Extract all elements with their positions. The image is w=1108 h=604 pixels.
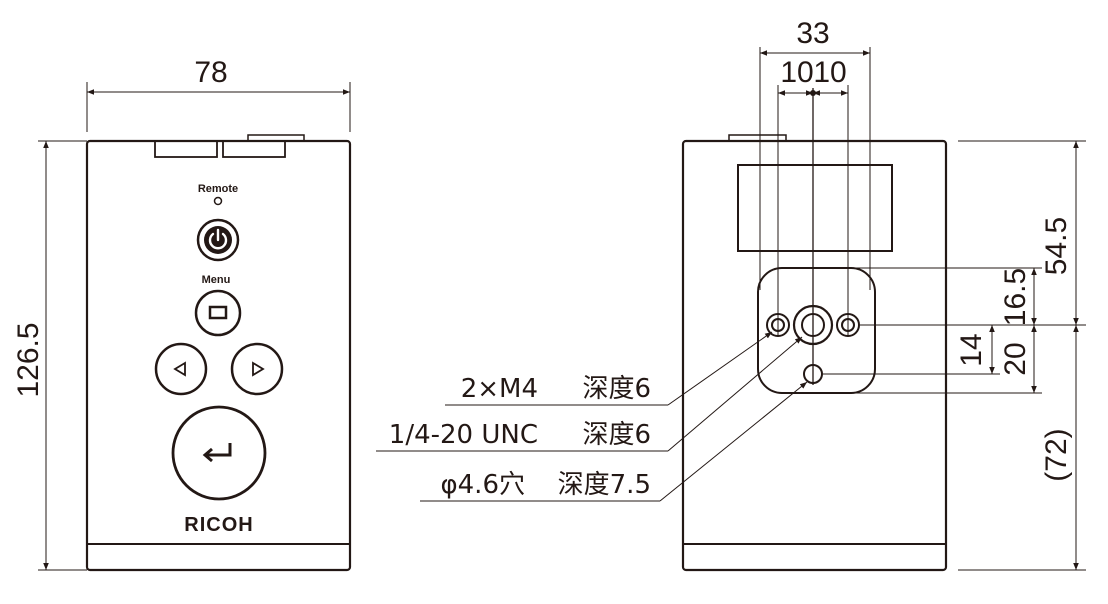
hole-offset-dimension: 14 <box>955 333 988 366</box>
height-dimension: 126.5 <box>12 322 45 397</box>
callout-unc-label: 1/4-20 UNC <box>389 420 538 450</box>
left-spacing-dimension: 10 <box>780 56 813 89</box>
menu-square-icon <box>208 305 228 320</box>
top-button <box>247 134 305 142</box>
power-button <box>196 218 240 262</box>
callout-pin-label: φ4.6穴 <box>440 470 525 500</box>
right-button <box>230 342 284 396</box>
left-triangle-icon <box>173 361 186 377</box>
mid-height-dimension: 16.5 <box>999 268 1032 326</box>
top-tab-right <box>222 140 286 158</box>
camera-body-front <box>85 139 352 572</box>
enter-button <box>171 405 267 501</box>
top-tab-left <box>154 140 218 158</box>
right-spacing-dimension: 10 <box>813 56 846 89</box>
lower-hole-dimension: 20 <box>999 342 1032 375</box>
ricoh-logo: RICOH <box>184 514 253 536</box>
remote-label: Remote <box>198 183 238 195</box>
leader-m4 <box>667 331 773 406</box>
width-dimension: 78 <box>194 56 227 89</box>
leader-unc <box>667 336 803 452</box>
leader-pin <box>659 381 808 502</box>
back-view: 33 10 10 54.5 (72) 16.5 20 14 2×M4 深度6 <box>376 17 1086 572</box>
callout-m4-depth: 深度6 <box>582 374 651 404</box>
callout-m4-label: 2×M4 <box>461 374 538 404</box>
front-view: 78 126.5 Remote Menu <box>12 56 352 572</box>
left-button <box>154 342 208 396</box>
upper-height-dimension: 54.5 <box>1040 217 1073 275</box>
power-icon <box>208 228 228 250</box>
remote-led-icon <box>213 196 223 206</box>
top-button <box>728 134 787 142</box>
callout-unc-depth: 深度6 <box>582 420 651 450</box>
callout-pin-depth: 深度7.5 <box>558 470 651 500</box>
top-width-dimension: 33 <box>796 17 829 50</box>
right-triangle-icon <box>252 361 265 377</box>
camera-body-back <box>681 139 948 572</box>
mount-plate <box>757 267 876 394</box>
menu-label: Menu <box>202 274 231 286</box>
back-window <box>737 164 893 252</box>
enter-arrow-icon <box>202 443 232 463</box>
lower-height-dimension: (72) <box>1040 428 1073 481</box>
menu-button <box>194 289 242 337</box>
center-dot <box>810 90 816 96</box>
